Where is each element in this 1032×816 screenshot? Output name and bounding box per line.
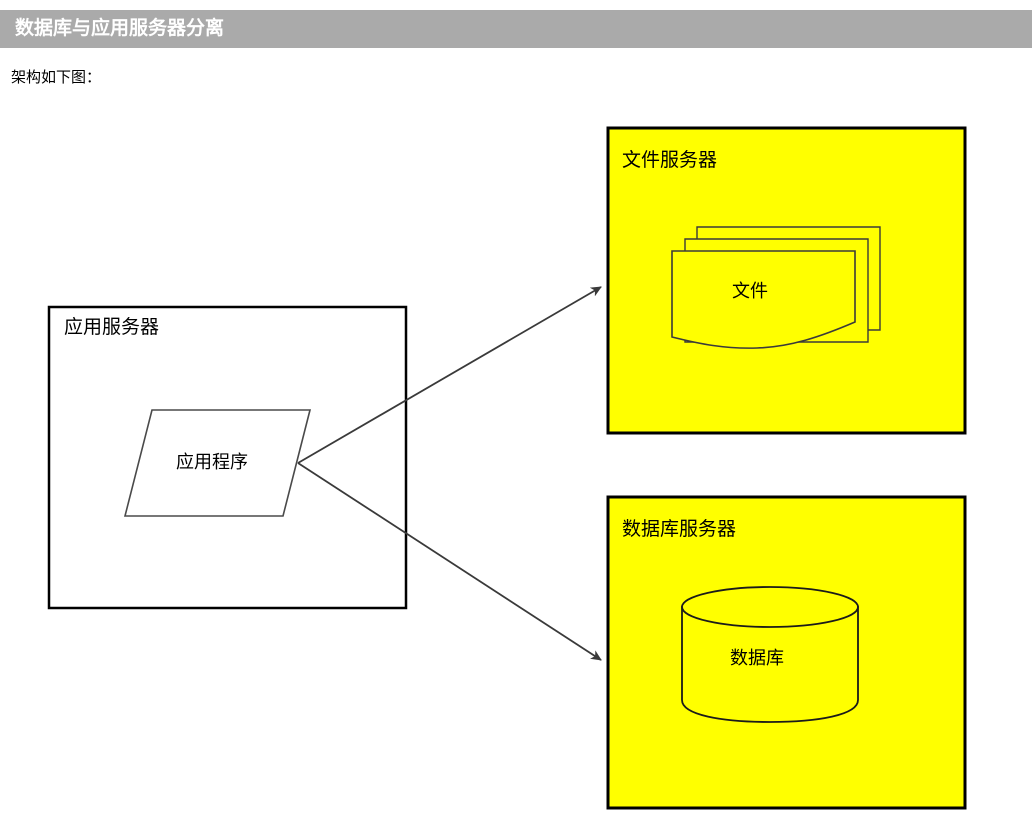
file-shape-label: 文件 [732, 281, 768, 301]
application-parallelogram [123, 409, 312, 517]
database-cylinder-top [681, 586, 859, 628]
file-server-label: 文件服务器 [622, 150, 718, 171]
page-header-bar: 数据库与应用服务器分离 [0, 10, 1032, 48]
application-shape-label: 应用程序 [176, 452, 248, 472]
database-shape-label: 数据库 [730, 648, 784, 668]
file-document-sheet-front [671, 250, 856, 349]
app-server-label: 应用服务器 [64, 317, 160, 338]
page-title: 数据库与应用服务器分离 [15, 18, 225, 39]
database-cylinder-body [681, 606, 859, 723]
intro-paragraph: 架构如下图： [11, 69, 102, 86]
connector-app-to-db-server [297, 462, 602, 661]
db-server-label: 数据库服务器 [622, 519, 737, 540]
connector-app-to-file-server [297, 286, 602, 464]
